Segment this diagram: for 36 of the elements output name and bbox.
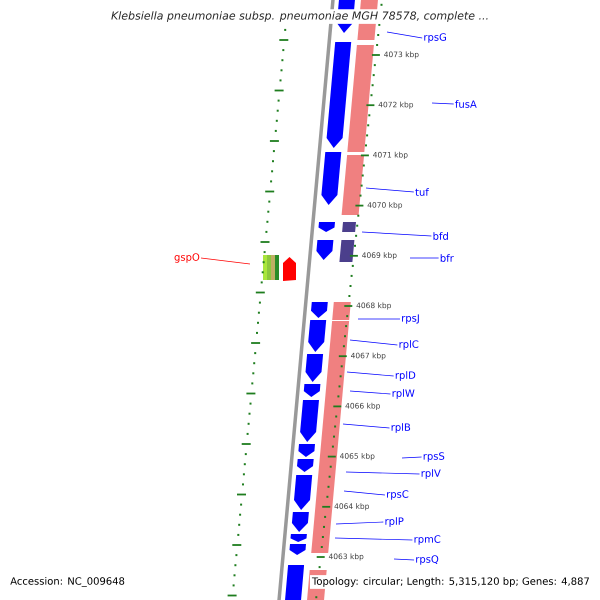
leader-line: [358, 318, 400, 320]
gene-label: gspO: [174, 253, 200, 263]
gene-label: rplV: [422, 469, 441, 479]
leader-line: [362, 232, 432, 236]
topology-label: Topology: circular; Length: 5,315,120 bp; Genes: 4,887: [310, 575, 592, 589]
gene-label: rplW: [392, 389, 414, 399]
title: Klebsiella pneumoniae subsp. pneumoniae MGH 78578, complete ...: [109, 9, 491, 24]
leader-line: [394, 558, 414, 560]
accession-label: Accession: NC_009648: [8, 575, 127, 589]
gene-label: rpsJ: [402, 314, 419, 324]
leader-line: [402, 456, 422, 458]
leader-line: [334, 538, 413, 540]
leader-line: [344, 490, 386, 496]
gene-label: rpmC: [414, 535, 440, 545]
gene-label: rplB: [392, 423, 410, 433]
leader-line: [336, 522, 384, 524]
leader-line: [346, 472, 420, 474]
leader-line: [350, 340, 398, 346]
gene-label: rpsS: [424, 452, 444, 462]
gene-label: rplD: [396, 371, 416, 381]
gene-label: rpsG: [424, 33, 446, 43]
leader-line: [366, 188, 414, 192]
leader-line: [346, 372, 394, 376]
leader-line: [386, 32, 423, 38]
gene-label: fusA: [455, 100, 477, 108]
gene-label: rpsC: [387, 490, 408, 500]
leader-line: [200, 258, 250, 264]
gene-label: rplP: [385, 517, 404, 527]
leader-line: [342, 424, 390, 428]
gene-label: rplC: [400, 340, 418, 350]
gene-label: bfd: [434, 232, 448, 240]
gene-label: tuf: [415, 188, 429, 196]
leader-line: [350, 390, 391, 394]
gene-label: bfr: [440, 254, 454, 262]
leader-line: [432, 102, 454, 104]
gene-label: rpsQ: [416, 555, 438, 565]
